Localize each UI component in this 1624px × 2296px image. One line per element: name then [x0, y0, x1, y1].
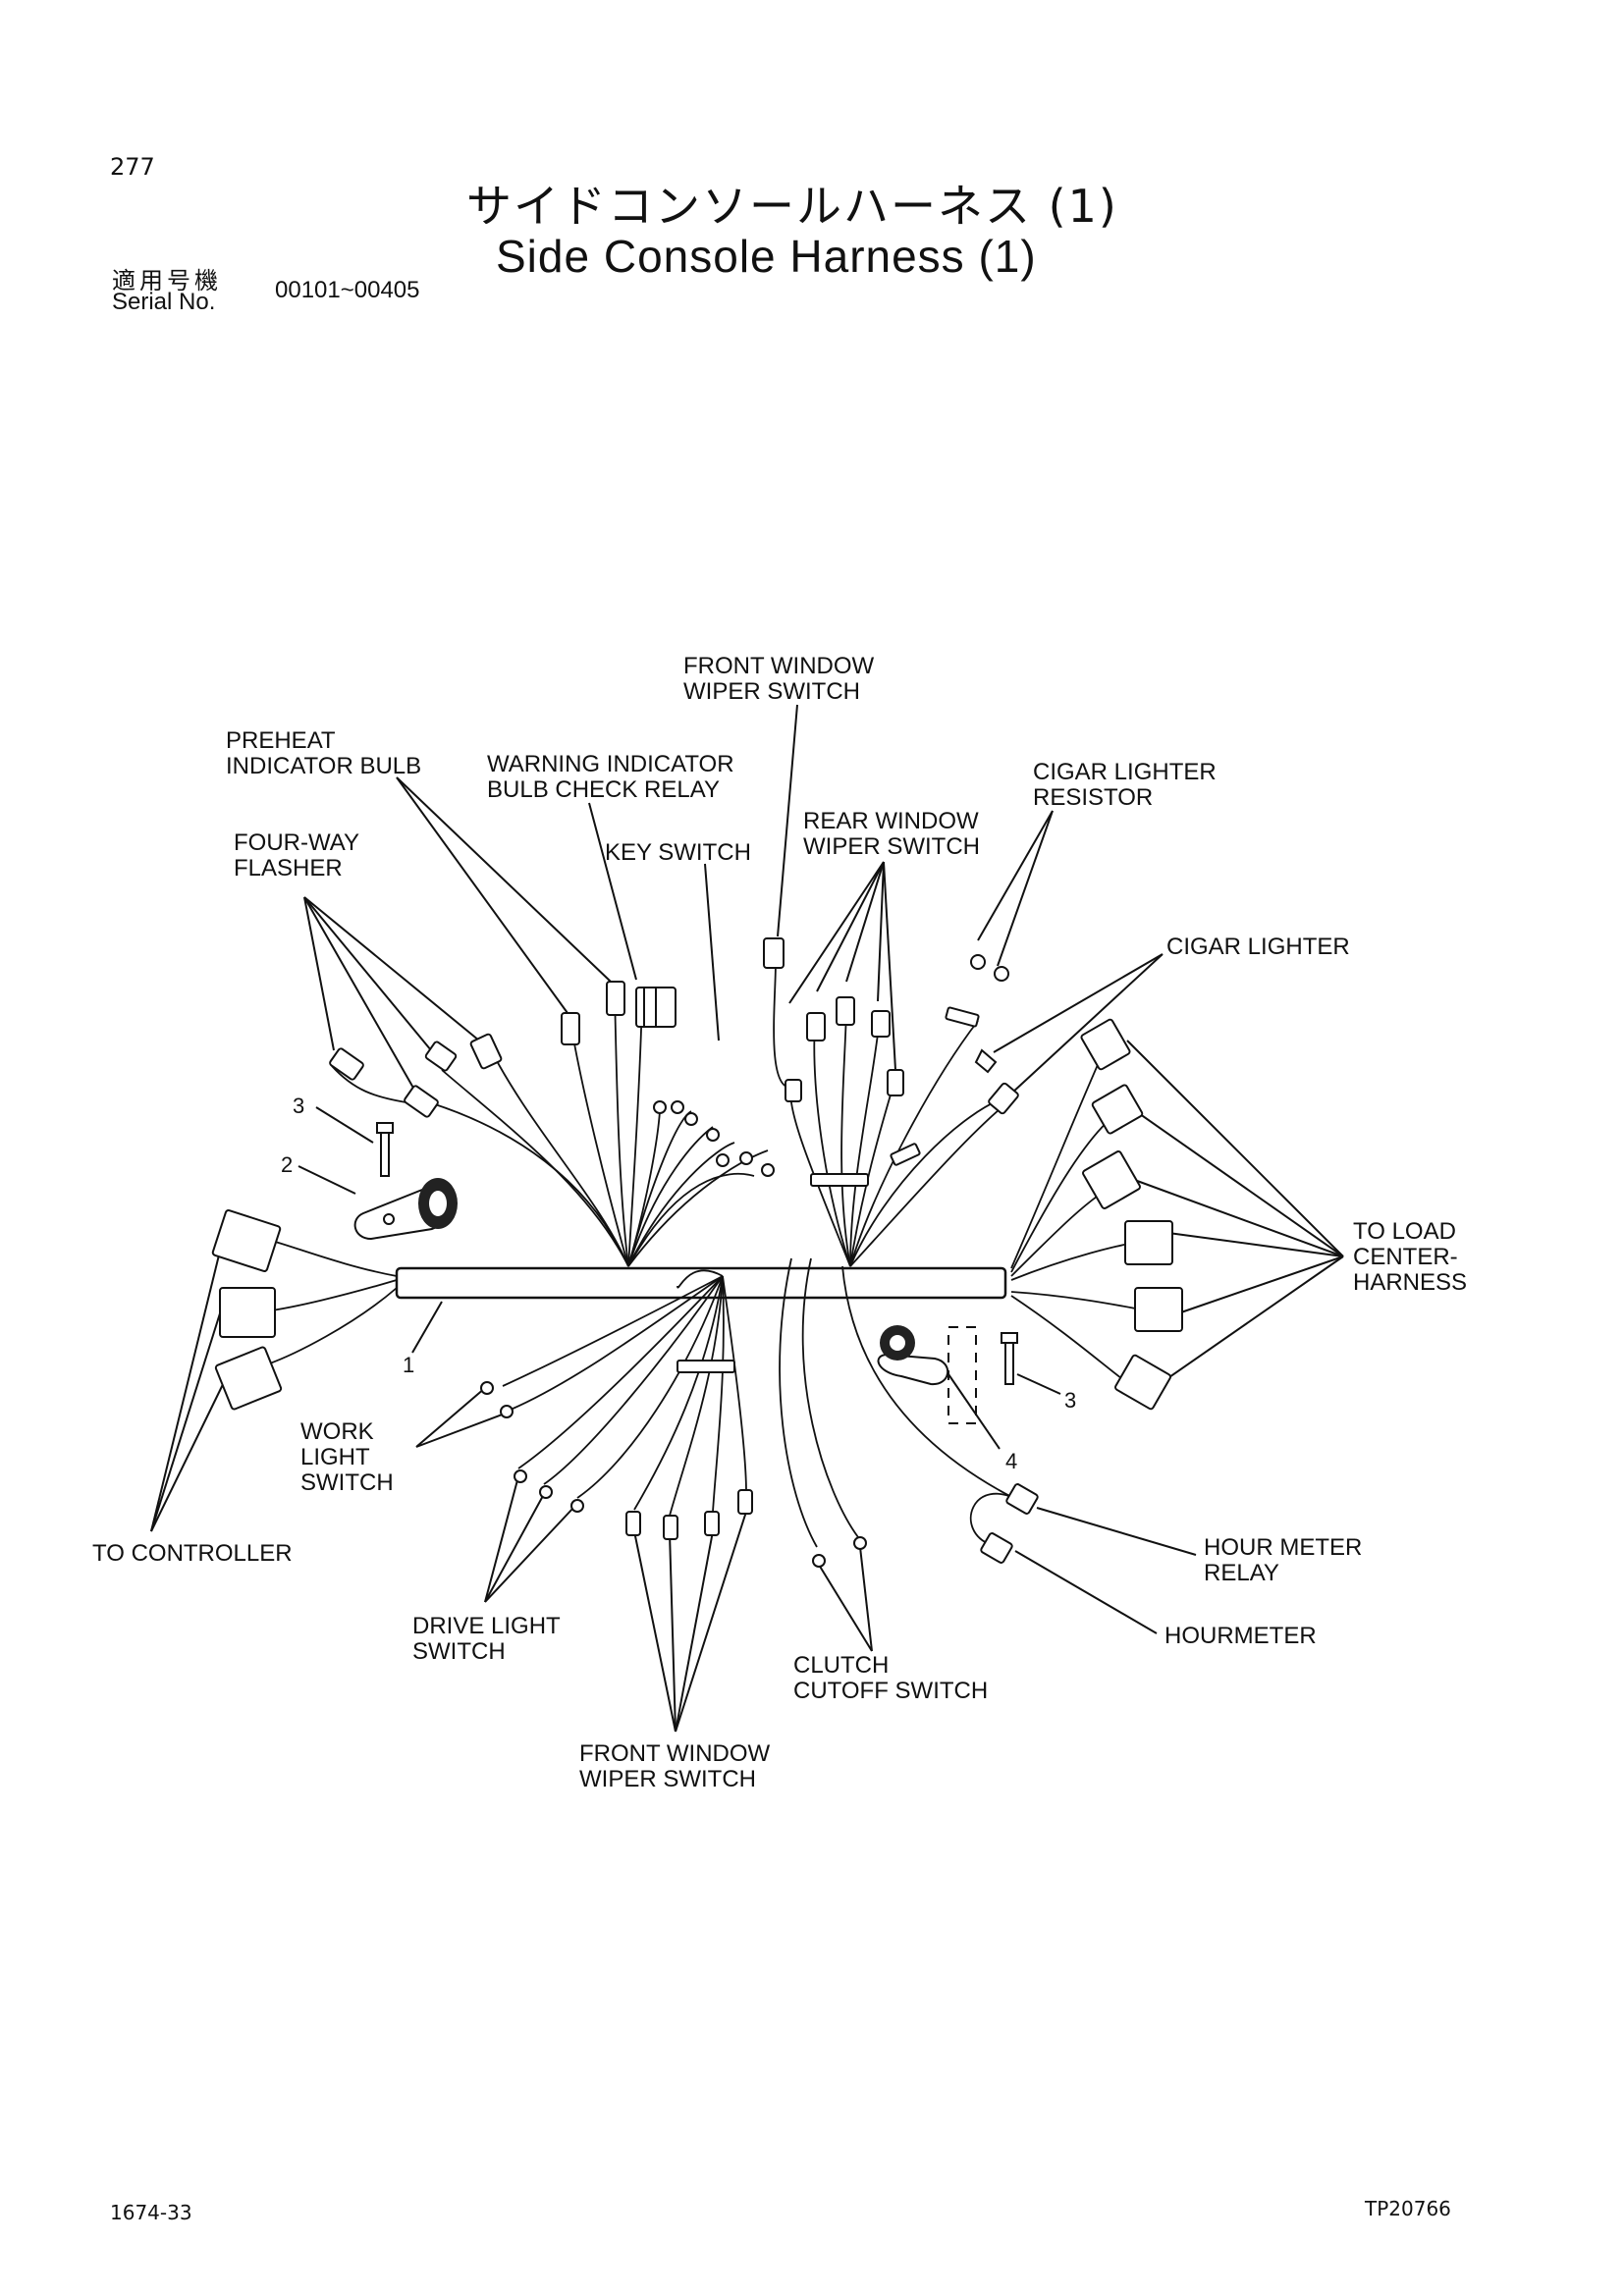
label-four-way-1: FOUR-WAY [234, 829, 359, 856]
label-warning-2: BULB CHECK RELAY [487, 776, 720, 803]
label-cigar-resistor-1: CIGAR LIGHTER [1033, 759, 1217, 785]
label-clutch-1: CLUTCH [793, 1652, 889, 1679]
clamp-left [353, 1178, 458, 1241]
label-drive-light-2: SWITCH [412, 1638, 506, 1665]
label-front-window-wiper-bottom-2: WIPER SWITCH [579, 1766, 756, 1792]
label-rear-wiper-2: WIPER SWITCH [803, 833, 980, 860]
serial-range: 00101~00405 [275, 277, 420, 303]
labels: FRONT WINDOW WIPER SWITCH PREHEAT INDICA… [92, 653, 1467, 1792]
label-drive-light-1: DRIVE LIGHT [412, 1613, 561, 1639]
part-number-3-right: 3 [1064, 1388, 1076, 1413]
label-hourmeter: HOURMETER [1164, 1623, 1317, 1649]
page-title-english: Side Console Harness (1) [496, 231, 1037, 282]
harness-tube [395, 1266, 1007, 1300]
bolt-left [376, 1122, 394, 1177]
label-to-load-2: CENTER- [1353, 1244, 1458, 1270]
label-to-controller: TO CONTROLLER [92, 1540, 293, 1567]
label-work-light-2: LIGHT [300, 1444, 370, 1470]
serial-label-japanese: 適用号機 [112, 267, 222, 294]
label-preheat-1: PREHEAT [226, 727, 336, 754]
label-cigar-lighter: CIGAR LIGHTER [1166, 934, 1350, 960]
label-four-way-2: FLASHER [234, 855, 343, 881]
label-front-window-wiper-top-1: FRONT WINDOW [683, 653, 875, 679]
label-work-light-1: WORK [300, 1418, 374, 1445]
part-number-4: 4 [1005, 1449, 1017, 1473]
label-front-window-wiper-bottom-1: FRONT WINDOW [579, 1740, 771, 1767]
part-number-2: 2 [281, 1152, 293, 1177]
connectors [211, 937, 1183, 1568]
bolt-right [947, 1326, 1018, 1424]
label-front-window-wiper-top-2: WIPER SWITCH [683, 678, 860, 705]
label-to-load-3: HARNESS [1353, 1269, 1467, 1296]
leader-lines [150, 704, 1344, 1733]
label-warning-1: WARNING INDICATOR [487, 751, 734, 777]
part-number-1: 1 [403, 1353, 414, 1377]
label-preheat-2: INDICATOR BULB [226, 753, 421, 779]
footer-left-code: 1674-33 [110, 2201, 192, 2224]
page-title-japanese: サイドコンソールハーネス (1) [466, 180, 1118, 233]
serial-label-english: Serial No. [112, 289, 216, 315]
label-key-switch: KEY SWITCH [605, 839, 751, 866]
label-clutch-2: CUTOFF SWITCH [793, 1678, 988, 1704]
label-work-light-3: SWITCH [300, 1469, 394, 1496]
label-hour-meter-relay-1: HOUR METER [1204, 1534, 1362, 1561]
label-cigar-resistor-2: RESISTOR [1033, 784, 1153, 811]
part-number-3-left: 3 [293, 1094, 304, 1118]
footer-right-code: TP20766 [1365, 2197, 1451, 2220]
label-rear-wiper-1: REAR WINDOW [803, 808, 979, 834]
label-to-load-1: TO LOAD [1353, 1218, 1456, 1245]
page-number: 277 [110, 153, 155, 181]
clamp-right [877, 1325, 949, 1386]
label-hour-meter-relay-2: RELAY [1204, 1560, 1279, 1586]
